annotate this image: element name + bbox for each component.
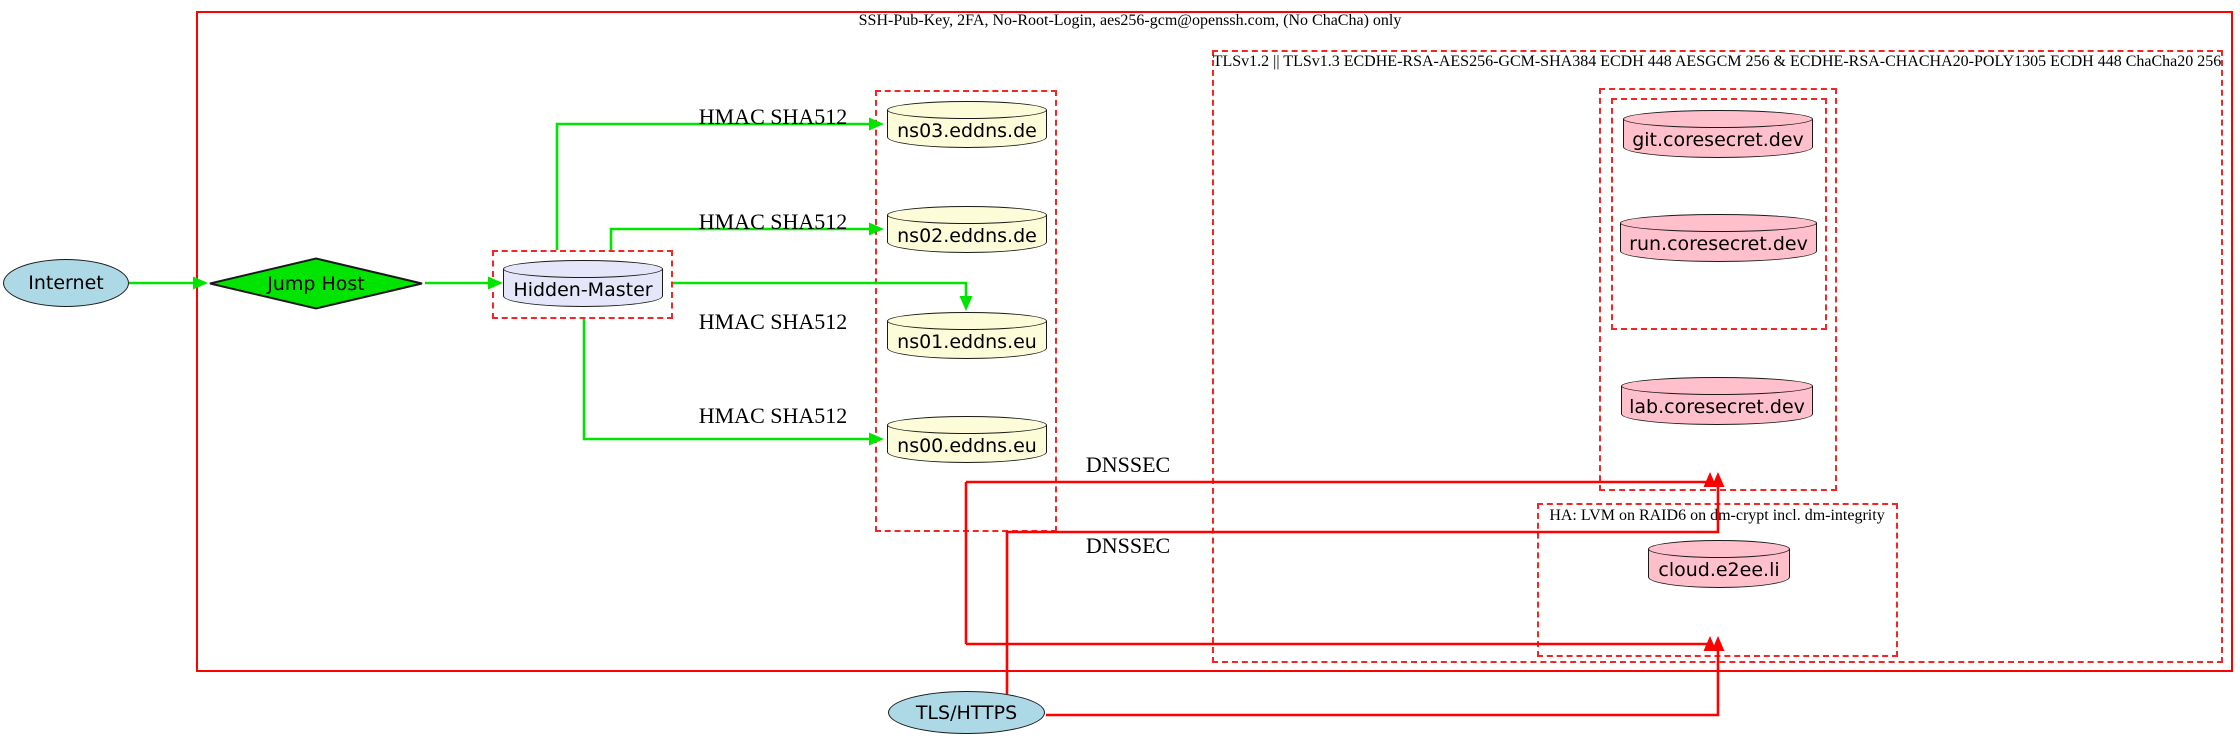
node-ns02-label: ns02.eddns.de: [897, 224, 1037, 247]
node-lab-coresecret: lab.coresecret.dev: [1621, 377, 1813, 425]
node-git-label: git.coresecret.dev: [1632, 129, 1804, 151]
arrowhead-hiddenmaster: [488, 276, 503, 290]
node-hidden-master-label: Hidden-Master: [513, 278, 653, 301]
node-ns03-label: ns03.eddns.de: [897, 119, 1037, 142]
arrowhead-ns02: [869, 222, 884, 236]
node-cloud-e2ee: cloud.e2ee.li: [1648, 540, 1790, 588]
cluster-coresecret-inner: [1611, 98, 1827, 330]
arrowhead-ns00: [869, 432, 884, 446]
cylinder-top: [1620, 214, 1817, 232]
edge-hiddenmaster-ns00: [582, 319, 869, 441]
node-cloud-label: cloud.e2ee.li: [1658, 559, 1780, 581]
arrowhead-tls-coresecret: [1711, 472, 1725, 487]
node-ns03: ns03.eddns.de: [887, 101, 1047, 148]
cylinder-top: [1623, 110, 1813, 128]
arrowhead-jumphost: [193, 276, 208, 290]
edge-dnssec-coresecret: [966, 480, 1712, 487]
node-hidden-master: Hidden-Master: [503, 260, 663, 307]
jump-host-diamond-shape: [209, 257, 423, 310]
node-jump-host-label: Jump Host: [267, 272, 365, 295]
node-ns00-label: ns00.eddns.eu: [897, 434, 1037, 457]
edge-label-hmac-ns02: HMAC SHA512: [698, 209, 848, 234]
node-ns01-label: ns01.eddns.eu: [897, 330, 1037, 353]
node-run-coresecret: run.coresecret.dev: [1620, 214, 1817, 262]
edge-hiddenmaster-ns03: [555, 122, 869, 250]
cylinder-top: [887, 206, 1047, 224]
node-ns00: ns00.eddns.eu: [887, 416, 1047, 463]
cylinder-top: [887, 312, 1047, 330]
arrowhead-ns03: [869, 117, 884, 131]
edge-label-dnssec-bottom: DNSSEC: [1085, 533, 1171, 558]
edge-label-hmac-ns03: HMAC SHA512: [698, 104, 848, 129]
node-ns02: ns02.eddns.de: [887, 206, 1047, 253]
node-ns01: ns01.eddns.eu: [887, 312, 1047, 359]
edge-label-hmac-ns01: HMAC SHA512: [698, 309, 848, 334]
cluster-ssh-policy: [196, 11, 2233, 672]
edge-label-hmac-ns00: HMAC SHA512: [698, 403, 848, 428]
node-git-coresecret: git.coresecret.dev: [1623, 110, 1813, 158]
edge-dnssec-cloud: [966, 642, 1712, 650]
cluster-ssh-policy-label: SSH-Pub-Key, 2FA, No-Root-Login, aes256-…: [858, 12, 1402, 29]
edge-label-dnssec-top: DNSSEC: [1085, 452, 1171, 477]
cylinder-top: [887, 101, 1047, 119]
cylinder-top: [503, 260, 663, 278]
cylinder-top: [887, 416, 1047, 434]
node-tls-https: TLS/HTTPS: [888, 691, 1045, 734]
node-tls-https-label: TLS/HTTPS: [915, 701, 1018, 724]
cluster-tls-policy-label: TLSv1.2 || TLSv1.3 ECDHE-RSA-AES256-GCM-…: [1212, 53, 2222, 70]
node-jump-host: Jump Host: [208, 257, 424, 310]
node-internet-label: Internet: [28, 272, 104, 294]
node-internet: Internet: [3, 259, 129, 307]
edge-tlshttps-cloud: [1046, 651, 1720, 717]
arrowhead-tls-cloud: [1711, 636, 1725, 651]
edge-hiddenmaster-ns02: [609, 227, 869, 250]
cylinder-top: [1648, 540, 1790, 558]
edge-hiddenmaster-ns01: [673, 281, 968, 296]
arrowhead-ns01: [959, 296, 973, 311]
cylinder-top: [1621, 377, 1813, 395]
edge-tlshttps-coresecret: [1005, 487, 1720, 694]
node-lab-label: lab.coresecret.dev: [1629, 396, 1805, 418]
node-run-label: run.coresecret.dev: [1629, 233, 1808, 255]
